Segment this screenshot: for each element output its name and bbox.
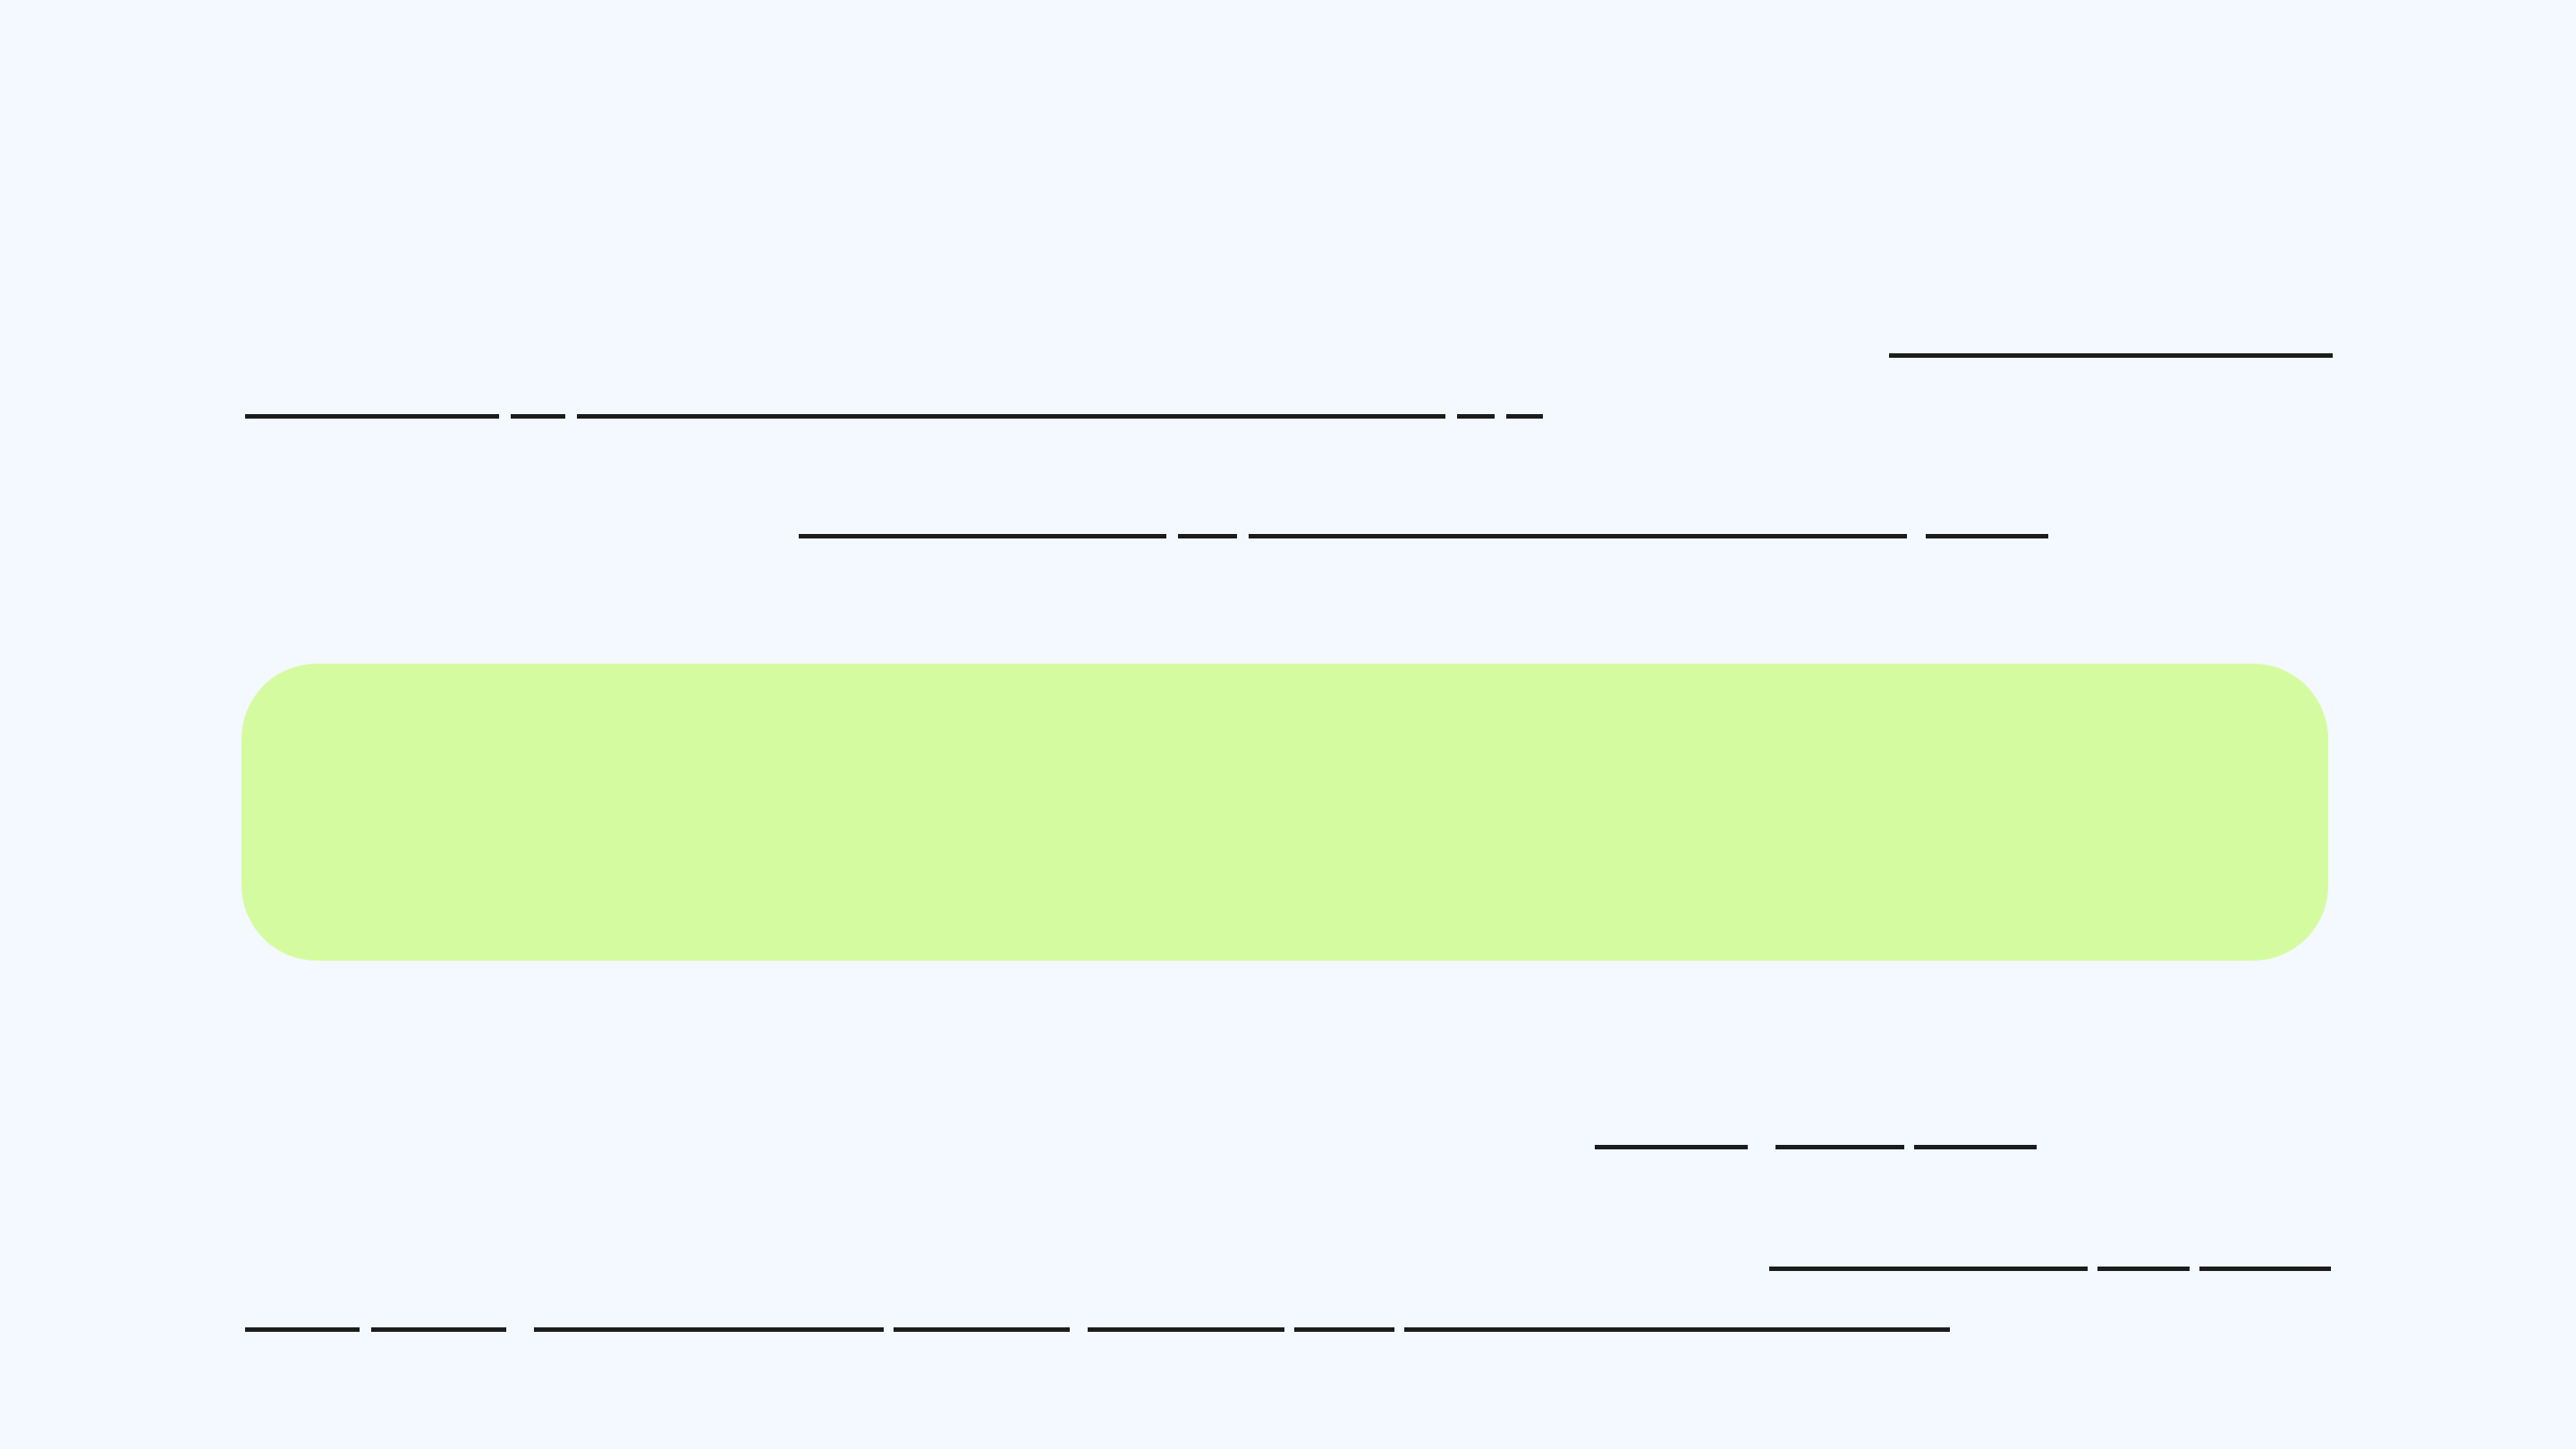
link-underline[interactable] (1294, 1327, 1394, 1332)
link-underline[interactable] (799, 534, 1166, 538)
link-underline[interactable] (511, 414, 565, 419)
link-underline[interactable] (1088, 1327, 1284, 1332)
link-underline[interactable] (1889, 353, 2333, 358)
link-underline[interactable] (894, 1327, 1070, 1332)
link-underline[interactable] (1249, 534, 1907, 538)
link-underline[interactable] (577, 414, 1445, 419)
link-underline[interactable] (1595, 1145, 1748, 1149)
link-underline[interactable] (1404, 1327, 1950, 1332)
link-underline[interactable] (2199, 1267, 2331, 1271)
link-underline[interactable] (245, 1327, 360, 1332)
link-underline[interactable] (1178, 534, 1237, 538)
link-underline[interactable] (371, 1327, 506, 1332)
highlight-box (242, 664, 2328, 961)
link-underline[interactable] (1457, 414, 1495, 419)
link-underline[interactable] (1914, 1145, 2037, 1149)
link-underline[interactable] (1769, 1267, 2088, 1271)
link-underline[interactable] (245, 414, 499, 419)
link-underline[interactable] (1506, 414, 1543, 419)
link-underline[interactable] (534, 1327, 884, 1332)
link-underline[interactable] (1775, 1145, 1904, 1149)
link-underline[interactable] (1926, 534, 2048, 538)
link-underline[interactable] (2097, 1267, 2190, 1271)
